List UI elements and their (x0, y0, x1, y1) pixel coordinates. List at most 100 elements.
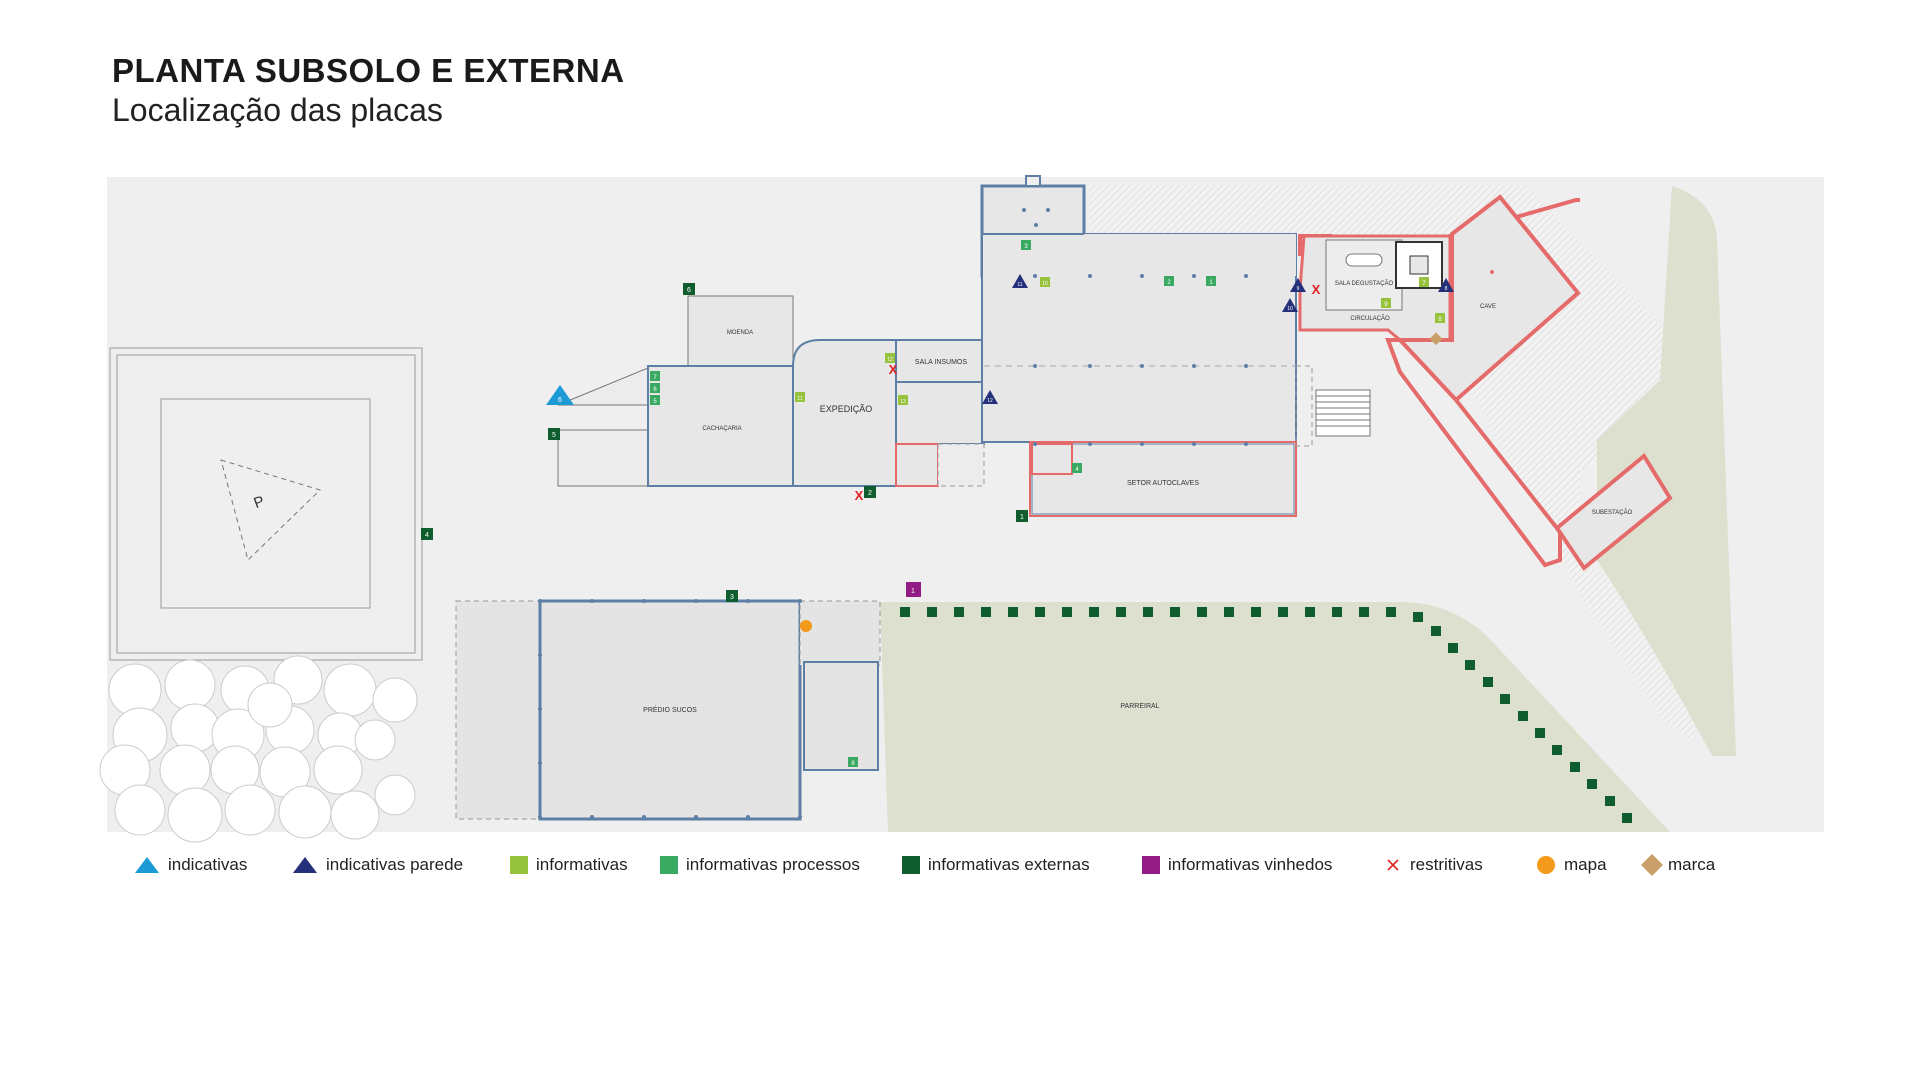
sign-externas-4[interactable]: 4 (421, 528, 433, 540)
square-icon (510, 856, 528, 874)
sucos-annex-dashed (799, 600, 881, 666)
room-red-small (895, 443, 939, 487)
room-label-cachacaria: CACHAÇARIA (702, 426, 741, 432)
x-icon (1387, 859, 1399, 871)
square-icon (902, 856, 920, 874)
sign-parede-12[interactable]: 12 (982, 390, 998, 404)
legend-item-indicativas-parede: indicativas parede (292, 852, 463, 878)
room-label-moenda: MOENDA (727, 330, 753, 336)
hall-north-ext (1084, 234, 1296, 276)
sign-informativas-12[interactable]: 12 (885, 353, 895, 363)
sign-vinhedos-1[interactable]: 1 (906, 582, 921, 597)
sign-processos-5[interactable]: 5 (650, 395, 660, 405)
legend-label: marca (1668, 855, 1716, 874)
legend-item-informativas-processos: informativas processos (660, 852, 860, 878)
room-label-sala-degustacao: SALA DEGUSTAÇÃO (1335, 280, 1394, 287)
sign-processos-4[interactable]: 4 (1072, 463, 1082, 473)
stairs-east (1315, 389, 1371, 437)
legend-label: informativas vinhedos (1168, 855, 1333, 874)
legend-label: informativas externas (928, 855, 1090, 874)
sign-parede-10[interactable]: 10 (1282, 298, 1298, 312)
room-small-east (895, 381, 985, 445)
room-label-circulacao: CIRCULAÇÃO (1350, 315, 1390, 322)
sign-processos-8[interactable]: 8 (848, 757, 858, 767)
svg-text:10: 10 (1287, 306, 1293, 312)
sign-informativas-9[interactable]: 9 (1381, 298, 1391, 308)
red-diagonal-band (1385, 338, 1562, 568)
sign-processos-7[interactable]: 7 (650, 371, 660, 381)
svg-text:10: 10 (1042, 281, 1048, 287)
sign-parede-9[interactable]: 9 (1290, 278, 1306, 292)
sign-restritivas-1[interactable]: X (889, 362, 898, 377)
degustacao-table (1345, 253, 1383, 267)
setor-autoclaves-inner (1031, 443, 1295, 515)
sign-informativas-7[interactable]: 7 (1419, 277, 1429, 287)
svg-text:3: 3 (730, 594, 734, 601)
sign-informativas-11[interactable]: 11 (795, 392, 805, 402)
legend-item-mapa: mapa (1536, 852, 1607, 878)
legend-item-restritivas: restritivas (1384, 852, 1483, 878)
annex-room-5 (557, 429, 649, 487)
svg-text:8: 8 (851, 761, 855, 767)
stair-core-inner (1409, 255, 1429, 275)
svg-text:6: 6 (653, 387, 657, 393)
sign-externas-2[interactable]: 2 (864, 486, 876, 498)
legend-item-marca: marca (1640, 852, 1715, 878)
svg-text:11: 11 (1017, 282, 1022, 288)
sign-externas-1[interactable]: 1 (1016, 510, 1028, 522)
sign-processos-2[interactable]: 2 (1164, 276, 1174, 286)
sign-processos-6[interactable]: 6 (650, 383, 660, 393)
sign-restritivas-3[interactable]: X (1312, 282, 1321, 297)
legend-label: indicativas parede (326, 855, 464, 874)
legend-label: restritivas (1410, 855, 1483, 874)
sign-informativas-13[interactable]: 13 (898, 395, 908, 405)
svg-text:13: 13 (900, 399, 906, 405)
svg-text:7: 7 (1422, 281, 1426, 287)
sign-informativas-8[interactable]: 8 (1435, 313, 1445, 323)
room-expedicao (792, 339, 897, 487)
legend-label: mapa (1564, 855, 1607, 874)
dashed-east-annex (1295, 365, 1313, 447)
svg-text:1: 1 (1020, 514, 1024, 521)
diamond-icon (1641, 854, 1663, 876)
triangle-icon (293, 857, 317, 873)
sign-restritivas-2[interactable]: X (855, 488, 864, 503)
sign-informativas-10[interactable]: 10 (1040, 277, 1050, 287)
room-cachacaria (647, 365, 794, 487)
parking-triangle (220, 459, 321, 561)
green-strip (1597, 186, 1736, 756)
sign-mapa[interactable] (800, 620, 812, 632)
svg-text:8: 8 (1445, 286, 1448, 292)
room-label-sala-insumos: SALA INSUMOS (915, 359, 967, 366)
sign-parede-11[interactable]: 11 (1012, 274, 1028, 288)
svg-text:1: 1 (911, 588, 915, 595)
sucos-side-area (455, 600, 541, 820)
sign-externas-6[interactable]: 6 (683, 283, 695, 295)
svg-text:1: 1 (1209, 280, 1213, 286)
sign-parede-8[interactable]: 8 (1438, 278, 1454, 292)
square-icon (660, 856, 678, 874)
sign-processos-3[interactable]: 3 (1021, 240, 1031, 250)
legend-item-informativas-vinhedos: informativas vinhedos (1142, 852, 1332, 878)
sign-externas-3[interactable]: 3 (726, 590, 738, 602)
svg-text:6: 6 (687, 287, 691, 294)
svg-text:11: 11 (797, 396, 802, 402)
legend-item-informativas: informativas (510, 852, 628, 878)
trees-group (99, 655, 418, 843)
parking-inner (160, 398, 371, 609)
sign-indicativas-6[interactable]: 6 (546, 385, 574, 405)
sign-externas-5[interactable]: 5 (548, 428, 560, 440)
dashed-link (937, 443, 985, 487)
vineyard-area (880, 602, 1670, 832)
parking-outer (109, 347, 423, 661)
svg-text:12: 12 (987, 398, 993, 404)
page-title: PLANTA SUBSOLO E EXTERNA (112, 52, 625, 89)
vineyard-dots (900, 607, 1632, 823)
room-label-parreiral: PARREIRAL (1120, 703, 1159, 710)
sign-processos-1[interactable]: 1 (1206, 276, 1216, 286)
room-label-cave: CAVE (1480, 304, 1496, 310)
circle-icon (1537, 856, 1555, 874)
room-label-predio-sucos: PRÉDIO SUCOS (643, 705, 697, 714)
page-subtitle: Localização das placas (112, 92, 443, 128)
